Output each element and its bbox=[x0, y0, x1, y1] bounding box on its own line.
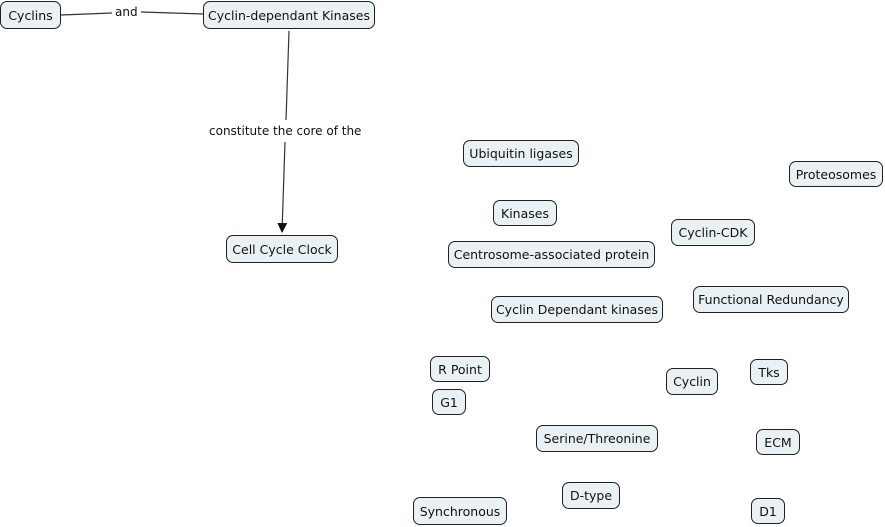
concept-serine-threonine[interactable]: Serine/Threonine bbox=[536, 425, 658, 452]
concept-kinases[interactable]: Kinases bbox=[493, 200, 557, 226]
arrow-constitute-to-clock bbox=[277, 141, 288, 233]
concept-d1[interactable]: D1 bbox=[751, 498, 785, 524]
concept-tks[interactable]: Tks bbox=[750, 359, 788, 385]
concept-g1[interactable]: G1 bbox=[432, 389, 466, 415]
concept-proteosomes[interactable]: Proteosomes bbox=[789, 161, 883, 187]
link-label-and[interactable]: and bbox=[113, 5, 140, 19]
line-cdk-to-constitute bbox=[285, 30, 290, 121]
concept-ubiquitin-ligases[interactable]: Ubiquitin ligases bbox=[463, 140, 579, 167]
concept-r-point[interactable]: R Point bbox=[430, 356, 490, 382]
link-label-constitute[interactable]: constitute the core of the bbox=[207, 124, 364, 138]
concept-d-type[interactable]: D-type bbox=[562, 482, 620, 509]
concept-cyclin-dependant-kinases-2[interactable]: Cyclin Dependant kinases bbox=[491, 296, 663, 323]
line-and-to-cdk bbox=[140, 11, 205, 15]
concept-centrosome-associated-protein[interactable]: Centrosome-associated protein bbox=[448, 241, 655, 268]
concept-functional-redundancy[interactable]: Functional Redundancy bbox=[693, 286, 849, 313]
concept-ecm[interactable]: ECM bbox=[756, 429, 800, 455]
concept-synchronous[interactable]: Synchronous bbox=[413, 497, 507, 525]
concept-cyclin-cdk[interactable]: Cyclin-CDK bbox=[671, 219, 755, 246]
concept-cyclins[interactable]: Cyclins bbox=[0, 1, 61, 29]
concept-cyclin[interactable]: Cyclin bbox=[666, 368, 718, 395]
concept-cell-cycle-clock[interactable]: Cell Cycle Clock bbox=[226, 235, 338, 263]
line-cyclins-to-and bbox=[60, 12, 113, 16]
concept-cyclin-dependant-kinases[interactable]: Cyclin-dependant Kinases bbox=[203, 1, 375, 29]
